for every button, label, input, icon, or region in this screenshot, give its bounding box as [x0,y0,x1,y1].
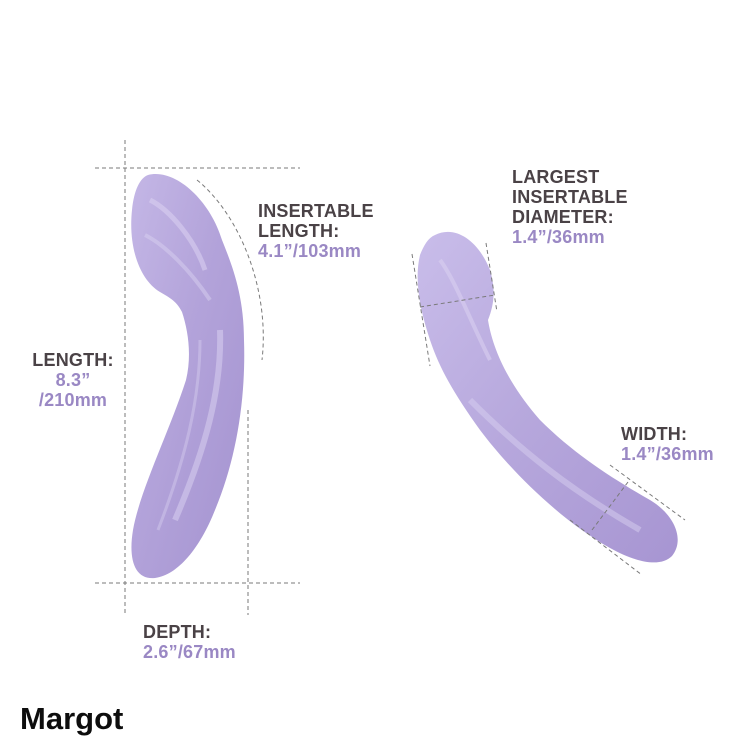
diameter-guide-lines [411,242,498,367]
length-value-inches: 8.3” [55,370,91,390]
depth-title: DEPTH: [143,622,212,642]
width-title: WIDTH: [621,424,688,444]
width-guide-lines [569,464,686,576]
insertable-length-value: 4.1”/103mm [258,241,362,261]
width-label: WIDTH: 1.4”/36mm [621,424,714,464]
largest-diameter-title-3: DIAMETER: [512,207,614,227]
product-angled-view [417,231,678,563]
insertable-length-label: INSERTABLE LENGTH: 4.1”/103mm [258,201,374,261]
length-title: LENGTH: [32,350,114,370]
depth-label: DEPTH: 2.6”/67mm [143,622,236,662]
width-value: 1.4”/36mm [621,444,714,464]
length-value-mm: /210mm [38,390,108,410]
largest-diameter-title-2: INSERTABLE [512,187,628,207]
length-guide-lines [95,140,300,615]
product-name: Margot [20,701,124,736]
insertable-length-title-2: LENGTH: [258,221,340,241]
depth-value: 2.6”/67mm [143,642,236,662]
largest-diameter-title-1: LARGEST [512,167,600,187]
largest-diameter-label: LARGEST INSERTABLE DIAMETER: 1.4”/36mm [512,167,628,247]
length-label: LENGTH: 8.3” /210mm [28,350,118,410]
product-side-view [131,174,245,579]
insertable-length-title-1: INSERTABLE [258,201,374,221]
insertable-length-arc [196,179,264,361]
largest-diameter-value: 1.4”/36mm [512,227,605,247]
